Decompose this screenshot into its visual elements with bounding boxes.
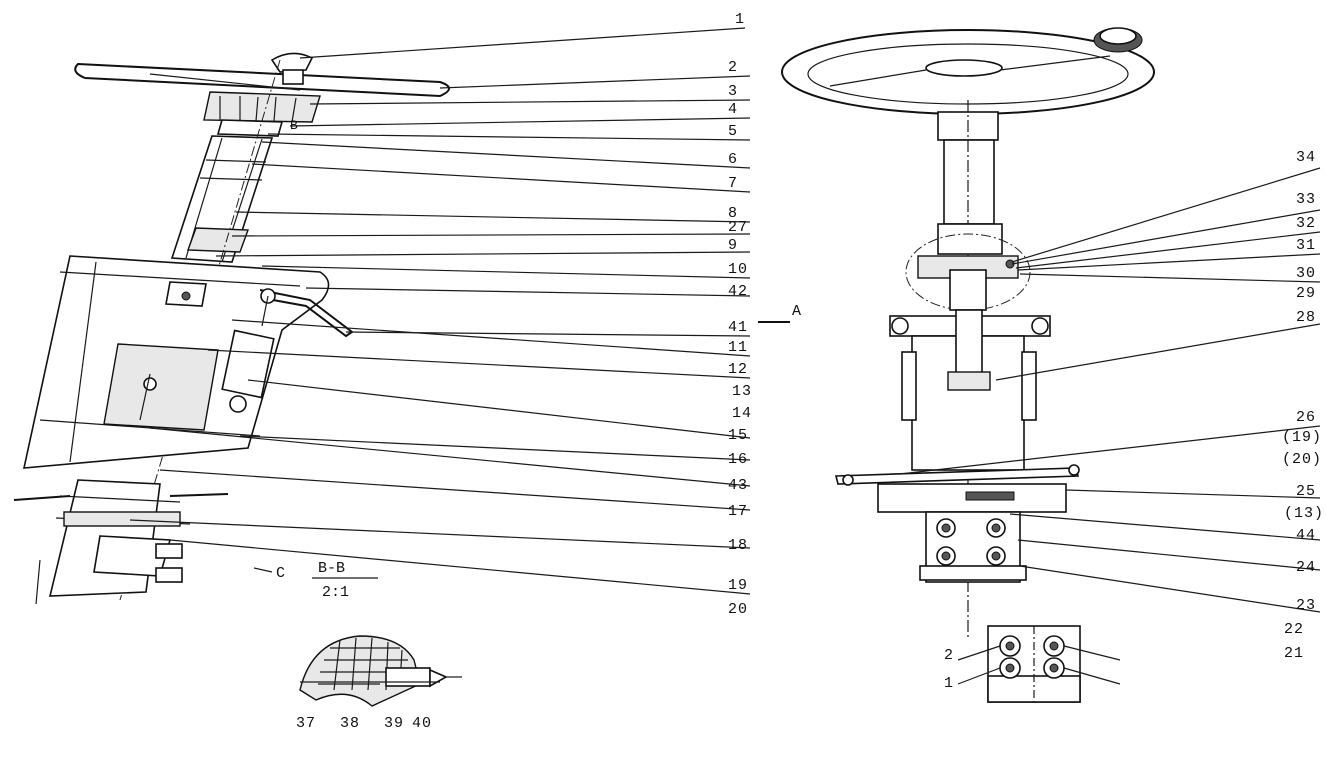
callout-label: 41: [728, 319, 749, 336]
callout-label: 2: [728, 59, 739, 76]
section-scale: 2:1: [322, 584, 350, 601]
section-part-label: 40: [412, 715, 433, 732]
section-part-label: 39: [384, 715, 405, 732]
callout-label: 29: [1296, 285, 1317, 302]
callout-label: 43: [728, 477, 749, 494]
callout-label: 5: [728, 123, 739, 140]
view-marker-c: C: [276, 565, 287, 582]
callout-label: 1: [735, 11, 746, 28]
callout-label: 15: [728, 427, 749, 444]
callout-label: 10: [728, 261, 749, 278]
callout-label: 21: [1284, 645, 1305, 662]
section-title: B-B: [318, 560, 346, 577]
callout-label: 7: [728, 175, 739, 192]
callout-label: 3: [728, 83, 739, 100]
left-side-view: [13, 52, 790, 605]
view-marker-b: B: [290, 118, 299, 133]
callout-label: 30: [1296, 265, 1317, 282]
callout-label: 28: [1296, 309, 1317, 326]
callout-label: 32: [1296, 215, 1317, 232]
callout-label: 11: [728, 339, 749, 356]
callout-label: 34: [1296, 149, 1317, 166]
callout-label: 4: [728, 101, 739, 118]
callout-label: 24: [1296, 559, 1317, 576]
callout-label: 14: [732, 405, 753, 422]
inset-label: 1: [944, 675, 955, 692]
callout-label: 13: [732, 383, 753, 400]
callout-label: 18: [728, 537, 749, 554]
callout-label: 19: [728, 577, 749, 594]
callout-label: 44: [1296, 527, 1317, 544]
section-part-label: 37: [296, 715, 317, 732]
section-part-label: 38: [340, 715, 361, 732]
port-inset-view: [957, 625, 1121, 703]
leader-lines-left: [129, 27, 751, 595]
callout-label: 23: [1296, 597, 1317, 614]
callout-label: (13): [1284, 505, 1325, 522]
callout-label: 20: [728, 601, 749, 618]
callout-label: 33: [1296, 191, 1317, 208]
view-marker-a: A: [792, 303, 803, 320]
callout-label: 16: [728, 451, 749, 468]
callout-label: 8: [728, 205, 739, 222]
right-front-view: [781, 27, 1155, 640]
callout-label: 31: [1296, 237, 1317, 254]
callout-label: 9: [728, 237, 739, 254]
callout-label: (19): [1282, 429, 1323, 446]
callout-label: 26: [1296, 409, 1317, 426]
callout-label: 42: [728, 283, 749, 300]
callout-label: (20): [1282, 451, 1323, 468]
callout-label: 22: [1284, 621, 1305, 638]
callout-label: 17: [728, 503, 749, 520]
inset-label: 2: [944, 647, 955, 664]
section-bb-detail: [299, 577, 462, 707]
callout-label: 6: [728, 151, 739, 168]
callout-label: 25: [1296, 483, 1317, 500]
leader-lines-right: [899, 167, 1321, 613]
callout-label: 12: [728, 361, 749, 378]
callout-label: 27: [728, 219, 749, 236]
